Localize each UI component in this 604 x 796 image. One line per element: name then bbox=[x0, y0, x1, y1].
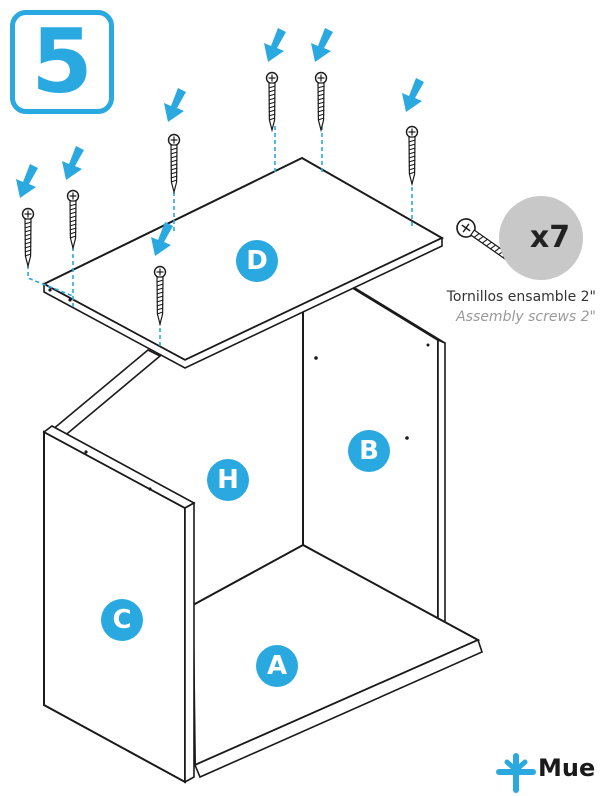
brand-name: Mue bbox=[538, 754, 596, 782]
panel-b-edge bbox=[437, 338, 446, 627]
part-label-b: B bbox=[348, 430, 390, 472]
hardware-name-en: Assembly screws 2" bbox=[456, 309, 596, 325]
panel-d-edge bbox=[43, 236, 443, 369]
brand: Mue bbox=[498, 750, 604, 790]
hardware-name-es: Tornillos ensamble 2" bbox=[446, 289, 596, 305]
panel-h-top-edge bbox=[50, 349, 162, 440]
part-label-d: D bbox=[236, 240, 278, 282]
panel-c-front-edge bbox=[184, 501, 195, 784]
part-label-h: H bbox=[207, 459, 249, 501]
hardware-label: Tornillos ensamble 2" Assembly screws 2" bbox=[447, 287, 596, 327]
part-label-a: A bbox=[256, 645, 298, 687]
part-label-c: C bbox=[101, 599, 143, 641]
brand-logo-icon bbox=[496, 753, 536, 793]
panel-a-edge bbox=[193, 638, 483, 779]
step-number: 5 bbox=[10, 10, 114, 114]
quantity-badge: x7 bbox=[499, 196, 583, 280]
